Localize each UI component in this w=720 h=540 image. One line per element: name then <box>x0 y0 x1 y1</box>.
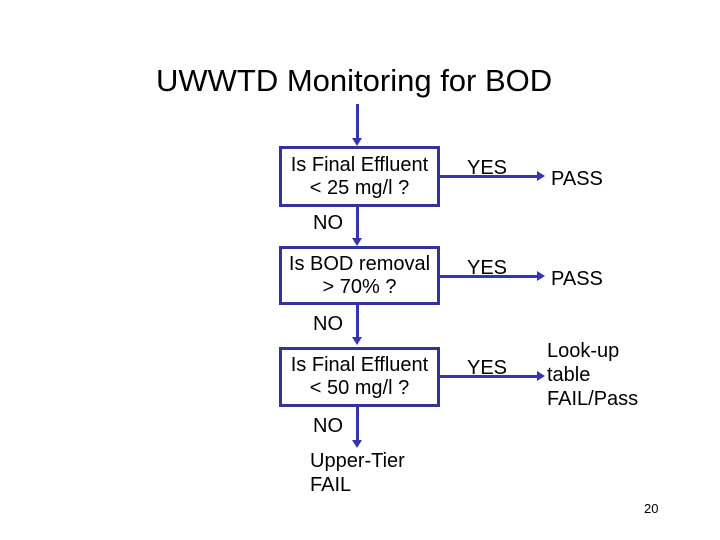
decision-box-line1: Is BOD removal <box>288 252 431 275</box>
decision-box-line1: Is Final Effluent <box>290 153 429 176</box>
right-arrow-icon <box>440 171 545 181</box>
lookup-outcome: Look-up table FAIL/Pass <box>547 339 638 411</box>
upper-tier-fail-outcome: Upper-Tier FAIL <box>310 449 405 497</box>
decision-box-effluent-50: Is Final Effluent < 50 mg/l ? <box>279 347 440 407</box>
down-arrow-icon <box>352 104 362 146</box>
decision-box-line1: Is Final Effluent <box>290 354 429 376</box>
decision-box-line2: < 25 mg/l ? <box>309 176 410 199</box>
no-label: NO <box>313 313 343 335</box>
decision-box-line2: > 70% ? <box>322 275 397 298</box>
yes-label: YES <box>467 257 508 279</box>
down-arrow-icon <box>352 407 362 448</box>
yes-label: YES <box>467 157 508 179</box>
no-label: NO <box>313 415 343 437</box>
no-label: NO <box>313 212 343 234</box>
yes-label: YES <box>467 357 508 379</box>
pass-label: PASS <box>551 268 603 290</box>
lookup-outcome-line: Look-up <box>547 340 620 362</box>
decision-box-effluent-25: Is Final Effluent < 25 mg/l ? <box>279 146 440 207</box>
pass-label: PASS <box>551 168 603 190</box>
upper-tier-fail-line: Upper-Tier <box>310 450 405 472</box>
down-arrow-icon <box>352 207 362 246</box>
decision-box-bod-removal: Is BOD removal > 70% ? <box>279 246 440 305</box>
page-number: 20 <box>644 501 659 516</box>
lookup-outcome-line: FAIL/Pass <box>547 388 639 410</box>
down-arrow-icon <box>352 305 362 345</box>
right-arrow-icon <box>440 371 545 381</box>
upper-tier-fail-line: FAIL <box>310 474 352 496</box>
decision-box-line2: < 50 mg/l ? <box>309 377 410 399</box>
right-arrow-icon <box>440 271 545 281</box>
slide-title: UWWTD Monitoring for BOD <box>156 63 553 98</box>
lookup-outcome-line: table <box>547 364 591 386</box>
